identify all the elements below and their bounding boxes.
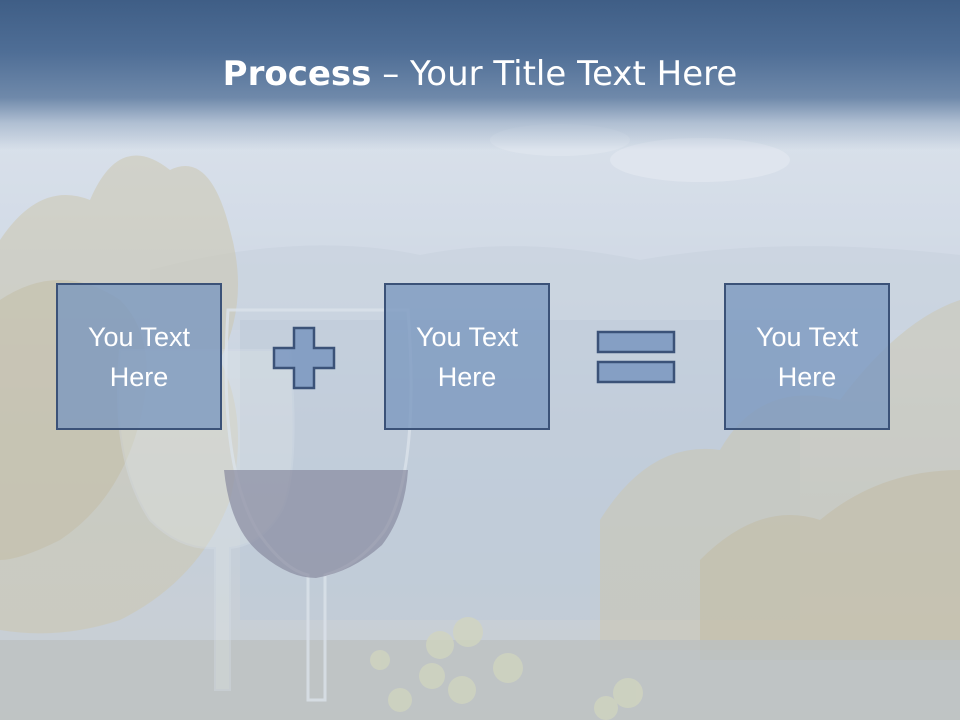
title-rest: Your Title Text Here	[410, 54, 738, 94]
process-box-3-text: You Text Here	[755, 321, 859, 392]
slide-title[interactable]: Process – Your Title Text Here	[0, 52, 960, 96]
title-bold-part: Process	[222, 54, 372, 94]
process-box-2[interactable]: You Text Here	[384, 283, 550, 430]
title-bar	[0, 0, 960, 150]
equals-icon	[596, 330, 676, 384]
title-separator: –	[371, 54, 411, 94]
plus-icon	[272, 326, 336, 390]
process-box-1[interactable]: You Text Here	[56, 283, 222, 430]
process-box-1-text: You Text Here	[87, 321, 191, 392]
process-box-3[interactable]: You Text Here	[724, 283, 890, 430]
process-box-2-text: You Text Here	[415, 321, 519, 392]
